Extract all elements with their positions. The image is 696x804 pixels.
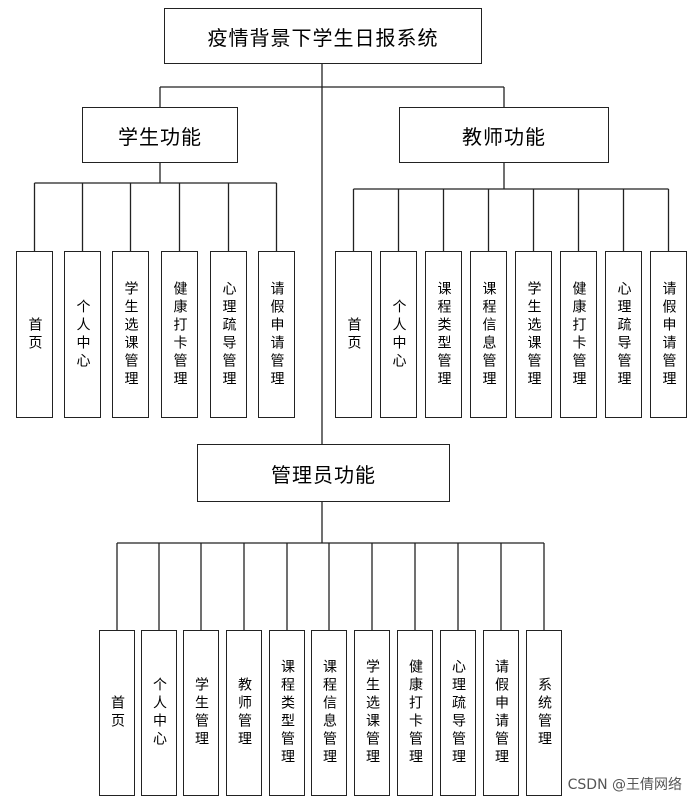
teacher-item-label: 学生选课管理 [525,280,542,389]
admin-item-node: 教师管理 [226,630,262,796]
admin-item-node: 健康打卡管理 [397,630,433,796]
student-group-node: 学生功能 [82,107,238,163]
admin-item-node: 请假申请管理 [483,630,519,796]
admin-item-node: 心理疏导管理 [440,630,476,796]
admin-item-node: 系统管理 [526,630,562,796]
admin-item-label: 课程信息管理 [321,659,337,767]
teacher-item-node: 首页 [335,251,372,418]
teacher-group-node: 教师功能 [399,107,609,163]
teacher-item-node: 心理疏导管理 [605,251,642,418]
admin-item-node: 学生管理 [183,630,219,796]
teacher-item-label: 课程信息管理 [480,280,497,389]
admin-item-label: 心理疏导管理 [450,659,466,767]
teacher-item-node: 个人中心 [380,251,417,418]
student-item-label: 个人中心 [74,298,91,371]
admin-item-label: 系统管理 [536,677,552,749]
teacher-item-label: 课程类型管理 [435,280,452,389]
root-label: 疫情背景下学生日报系统 [207,25,439,50]
student-item-node: 首页 [16,251,53,418]
admin-item-label: 学生管理 [193,677,209,749]
teacher-item-label: 心理疏导管理 [615,280,632,389]
student-item-node: 心理疏导管理 [210,251,247,418]
student-group-label: 学生功能 [118,124,202,149]
student-item-node: 请假申请管理 [258,251,295,418]
admin-item-node: 学生选课管理 [354,630,390,796]
student-item-label: 健康打卡管理 [171,280,188,389]
teacher-item-label: 首页 [345,316,362,353]
admin-item-label: 健康打卡管理 [407,659,423,767]
admin-item-label: 课程类型管理 [279,659,295,767]
student-item-label: 请假申请管理 [268,280,285,389]
root-node: 疫情背景下学生日报系统 [164,8,482,64]
admin-item-label: 请假申请管理 [493,659,509,767]
watermark: CSDN @王倩网络 [567,777,682,793]
admin-item-node: 个人中心 [141,630,177,796]
admin-item-node: 首页 [99,630,135,796]
teacher-group-label: 教师功能 [462,124,546,149]
teacher-item-node: 请假申请管理 [650,251,687,418]
student-item-node: 健康打卡管理 [161,251,198,418]
teacher-item-label: 健康打卡管理 [570,280,587,389]
teacher-item-node: 健康打卡管理 [560,251,597,418]
student-item-label: 学生选课管理 [122,280,139,389]
student-item-label: 心理疏导管理 [220,280,237,389]
admin-group-node: 管理员功能 [197,444,450,502]
admin-item-label: 教师管理 [236,677,252,749]
admin-item-label: 个人中心 [151,677,167,749]
student-item-node: 学生选课管理 [112,251,149,418]
admin-item-label: 学生选课管理 [364,659,380,767]
student-item-node: 个人中心 [64,251,101,418]
admin-group-label: 管理员功能 [271,462,376,487]
teacher-item-node: 课程类型管理 [425,251,462,418]
teacher-item-node: 学生选课管理 [515,251,552,418]
admin-item-label: 首页 [109,695,125,731]
teacher-item-label: 个人中心 [390,298,407,371]
student-item-label: 首页 [26,316,43,353]
teacher-item-label: 请假申请管理 [660,280,677,389]
admin-item-node: 课程信息管理 [311,630,347,796]
admin-item-node: 课程类型管理 [269,630,305,796]
teacher-item-node: 课程信息管理 [470,251,507,418]
